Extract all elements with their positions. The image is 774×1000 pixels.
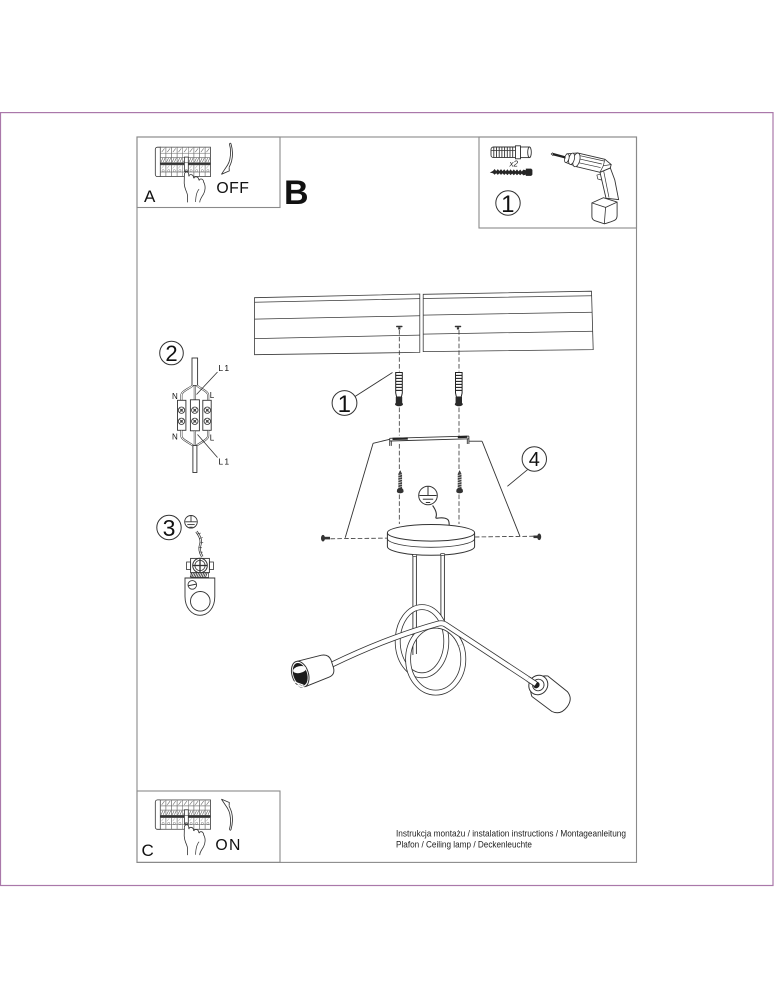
- svg-text:N: N: [172, 433, 178, 442]
- svg-text:L1: L1: [218, 456, 230, 466]
- svg-text:L1: L1: [218, 363, 230, 373]
- svg-text:L: L: [210, 433, 215, 442]
- svg-text:B: B: [284, 174, 309, 212]
- svg-text:A: A: [144, 187, 156, 206]
- svg-text:1: 1: [338, 391, 351, 418]
- svg-text:x2: x2: [509, 160, 519, 169]
- svg-text:ON: ON: [215, 837, 240, 854]
- svg-text:C: C: [142, 841, 154, 860]
- svg-text:3: 3: [163, 515, 176, 541]
- svg-text:N: N: [172, 392, 178, 401]
- svg-text:Plafon / Ceiling lamp / Decken: Plafon / Ceiling lamp / Deckenleuchte: [396, 840, 532, 850]
- svg-text:L: L: [210, 391, 215, 400]
- svg-text:OFF: OFF: [216, 180, 249, 197]
- svg-text:1: 1: [501, 191, 514, 218]
- svg-text:4: 4: [529, 449, 540, 471]
- svg-text:Instrukcja montażu / instalati: Instrukcja montażu / instalation instruc…: [396, 829, 626, 839]
- svg-text:2: 2: [165, 341, 177, 366]
